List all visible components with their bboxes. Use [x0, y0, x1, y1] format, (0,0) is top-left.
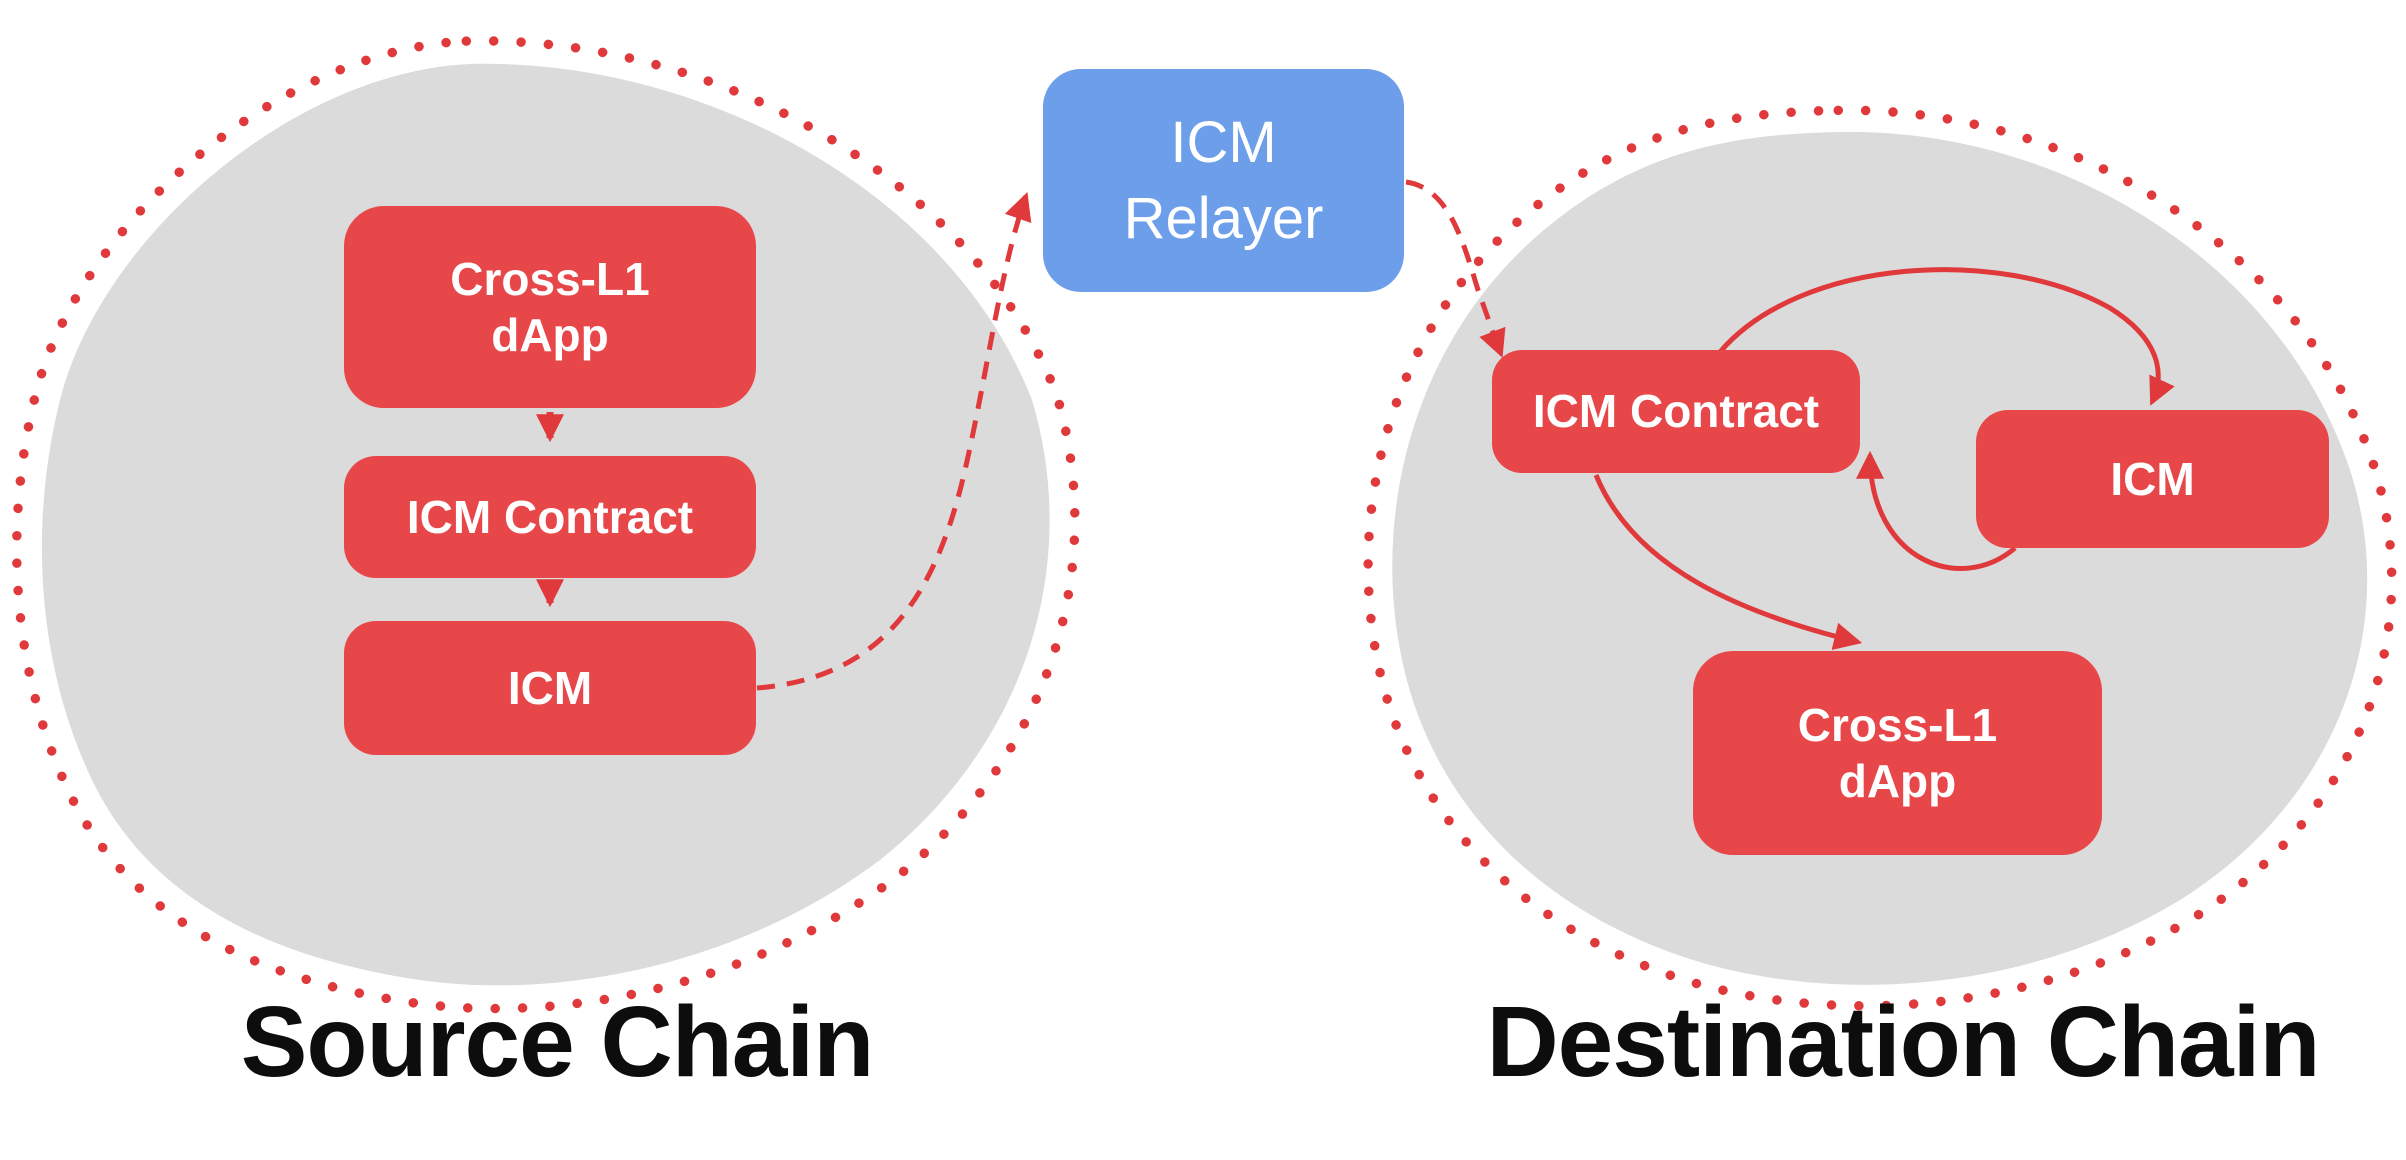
source-dapp-node: Cross-L1 dApp — [344, 206, 756, 408]
source-dapp-label-line1: Cross-L1 — [450, 252, 650, 305]
dest-icm-node: ICM — [1976, 410, 2329, 548]
icm-relayer-node: ICM Relayer — [1043, 69, 1404, 292]
dest-dapp-label-line1: Cross-L1 — [1797, 698, 1998, 751]
destination-chain-blob — [1392, 131, 2368, 985]
dest-icm-label: ICM — [2110, 452, 2195, 505]
source-icm-contract-label: ICM Contract — [406, 490, 694, 543]
destination-chain-title: Destination Chain — [1486, 986, 2320, 1098]
source-dapp-label-line2: dApp — [491, 309, 609, 361]
dashed-arrow-relayer-to-dest-icmcontract — [1405, 179, 1506, 358]
arrow-dest-icmcontract-to-icm — [1718, 267, 2175, 406]
dest-dapp-node: Cross-L1 dApp — [1693, 651, 2102, 855]
source-icm-node: ICM — [344, 621, 756, 755]
dashed-arrow-source-icm-to-relayer — [756, 192, 1032, 691]
relayer-label-line1: ICM — [1170, 110, 1277, 176]
dest-icm-contract-node: ICM Contract — [1492, 350, 1860, 473]
arrow-dest-icm-to-icmcontract — [1856, 450, 2017, 571]
relayer-label-line2: Relayer — [1123, 185, 1324, 251]
arrow-dest-icmcontract-to-dapp — [1593, 474, 1863, 651]
source-chain-dotted-outline — [12, 36, 1080, 1014]
dest-icm-contract-label: ICM Contract — [1532, 385, 1820, 438]
source-icm-contract-node: ICM Contract — [344, 456, 756, 578]
destination-chain-dotted-outline — [1363, 105, 2397, 1011]
dest-dapp-label-line2: dApp — [1838, 755, 1957, 807]
source-chain-title: Source Chain — [240, 986, 875, 1098]
source-icm-label: ICM — [507, 661, 593, 714]
